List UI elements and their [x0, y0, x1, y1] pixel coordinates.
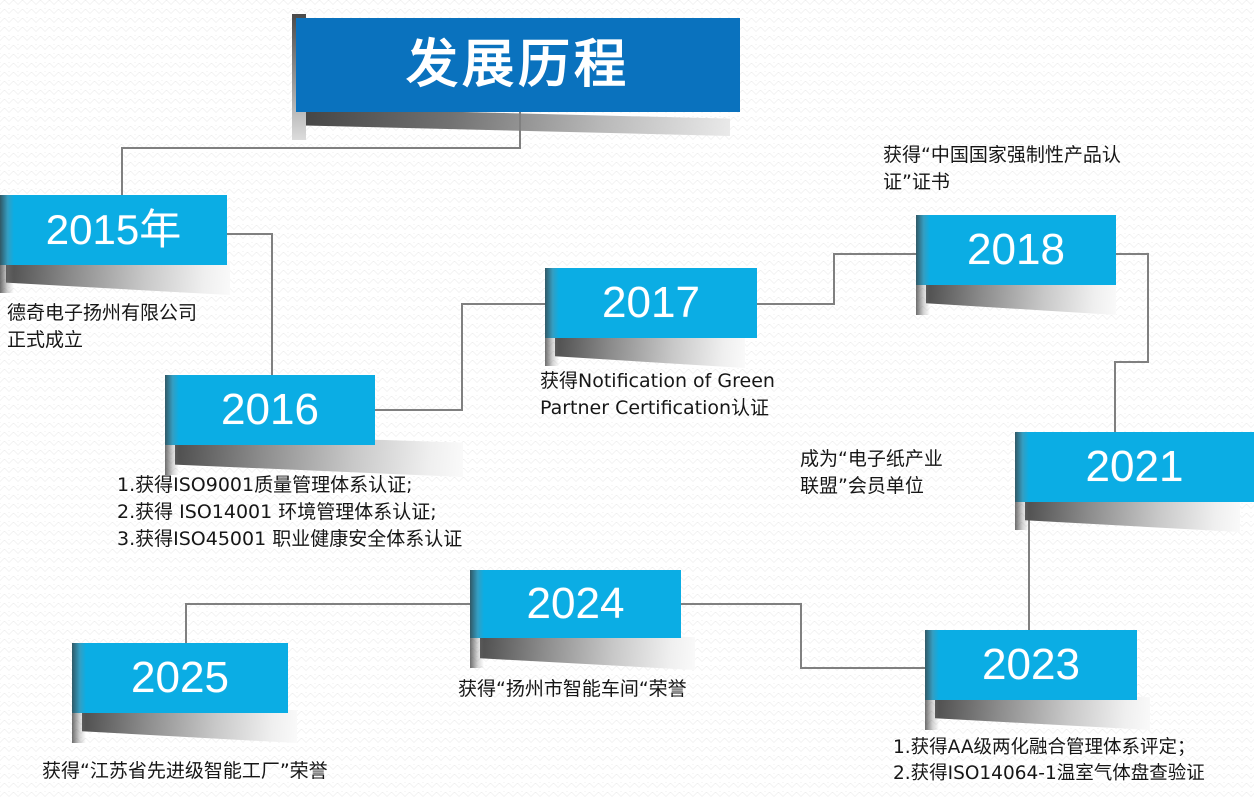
- caption-2021: 成为“电子纸产业 联盟”会员单位: [800, 448, 943, 497]
- connector-2024-to-2025: [185, 603, 187, 645]
- connector-2017-up: [833, 253, 835, 305]
- caption-2017: 获得Notification of Green Partner Certific…: [540, 370, 775, 419]
- connector-title-down: [519, 112, 521, 148]
- connector-2018-left: [1114, 361, 1149, 363]
- connector-2018-down: [1147, 253, 1149, 363]
- connector-2015-right: [227, 233, 273, 235]
- node-2025-band: 2025: [72, 643, 288, 713]
- caption-2025: 获得“江苏省先进级智能工厂”荣誉: [42, 760, 328, 782]
- connector-title-left: [121, 147, 521, 149]
- connector-2016-right: [375, 409, 463, 411]
- node-2024-band: 2024: [470, 570, 681, 638]
- page-title: 发展历程: [296, 18, 740, 112]
- node-2025-year: 2025: [131, 653, 229, 702]
- connector-2018-to-2021: [1114, 361, 1116, 436]
- connector-2024-right: [680, 603, 802, 605]
- page-title-text: 发展历程: [405, 36, 630, 94]
- node-2023-band: 2023: [925, 630, 1137, 700]
- node-2021-band: 2021: [1015, 432, 1254, 502]
- node-2016-band: 2016: [165, 375, 375, 445]
- node-2015-year: 2015年: [45, 206, 182, 253]
- node-2017-band: 2017: [545, 268, 757, 338]
- node-2021-year: 2021: [1085, 442, 1184, 491]
- connector-2016-up: [461, 303, 463, 411]
- connector-2021-to-2023: [1028, 512, 1030, 637]
- connector-2024-to-2023: [800, 667, 930, 669]
- node-2018-year: 2018: [967, 225, 1065, 274]
- connector-2015-to-2016: [271, 233, 273, 375]
- node-2024-year: 2024: [526, 579, 625, 628]
- caption-2023: 1.获得AA级两化融合管理体系评定； 2.获得ISO14064-1温室气体盘查验…: [893, 737, 1205, 785]
- connector-2016-to-2017: [461, 303, 547, 305]
- connector-2018-right: [1116, 253, 1149, 255]
- node-2023-year: 2023: [982, 640, 1080, 689]
- node-2018-band: 2018: [916, 215, 1116, 285]
- caption-2018: 获得“中国国家强制性产品认 证”证书: [883, 144, 1121, 193]
- connector-title-to-2015: [121, 147, 123, 195]
- connector-2024-left: [185, 603, 473, 605]
- node-2016-year: 2016: [221, 385, 319, 434]
- connector-2024-down: [800, 603, 802, 669]
- node-2017-year: 2017: [602, 278, 700, 327]
- connector-2017-right: [757, 303, 835, 305]
- caption-2024: 获得“扬州市智能车间“荣誉: [458, 678, 687, 700]
- node-2015-band: 2015年: [0, 195, 227, 265]
- title-banner-shadow: [300, 108, 730, 136]
- connector-2017-to-2018: [833, 253, 918, 255]
- caption-2016: 1.获得ISO9001质量管理体系认证; 2.获得 ISO14001 环境管理体…: [117, 474, 463, 550]
- caption-2015: 德奇电子扬州有限公司 正式成立: [7, 302, 198, 351]
